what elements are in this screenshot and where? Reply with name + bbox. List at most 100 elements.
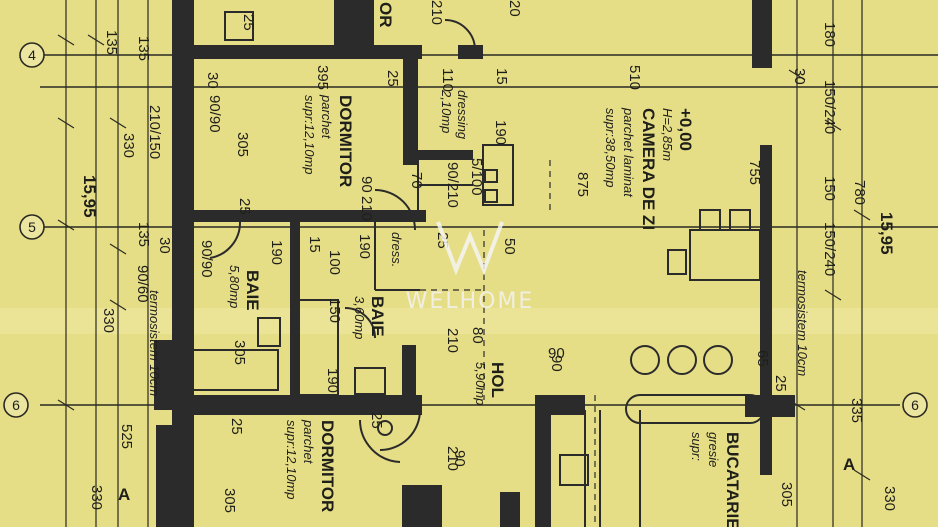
svg-text:25: 25 bbox=[240, 14, 257, 31]
svg-text:330: 330 bbox=[88, 485, 105, 510]
svg-text:330: 330 bbox=[881, 486, 898, 511]
svg-text:90/90: 90/90 bbox=[198, 240, 215, 278]
room-bucatarie: BUCATARIE gresie supr: bbox=[689, 432, 742, 527]
axis-bubble-5: 5 bbox=[19, 214, 45, 240]
svg-text:90: 90 bbox=[548, 355, 565, 372]
svg-text:210: 210 bbox=[444, 446, 461, 471]
svg-text:20: 20 bbox=[506, 0, 523, 17]
room-dormitor-bottom: DORMITOR parchet supr:12,10mp bbox=[284, 419, 337, 512]
svg-text:supr:: supr: bbox=[689, 432, 704, 461]
svg-text:termosistem 10cm: termosistem 10cm bbox=[147, 290, 162, 396]
svg-text:135: 135 bbox=[103, 30, 120, 55]
svg-text:210/150: 210/150 bbox=[146, 105, 163, 159]
svg-text:90: 90 bbox=[451, 450, 468, 467]
svg-text:25: 25 bbox=[236, 198, 253, 215]
svg-text:110: 110 bbox=[439, 68, 456, 92]
axis-bubble-4: 4 bbox=[19, 42, 45, 68]
svg-text:135: 135 bbox=[135, 36, 152, 61]
svg-text:25: 25 bbox=[368, 412, 385, 429]
welhome-logo-icon bbox=[436, 221, 504, 276]
svg-text:50: 50 bbox=[501, 238, 518, 255]
svg-text:DORMITOR: DORMITOR bbox=[318, 420, 337, 512]
svg-text:395: 395 bbox=[314, 65, 331, 90]
svg-text:305: 305 bbox=[778, 482, 795, 507]
svg-text:330: 330 bbox=[100, 308, 117, 333]
partitions bbox=[189, 11, 765, 527]
svg-text:parchet: parchet bbox=[301, 419, 316, 465]
walls bbox=[154, 0, 795, 527]
svg-text:6: 6 bbox=[911, 397, 919, 413]
svg-text:termosistem 10cm: termosistem 10cm bbox=[795, 270, 810, 376]
svg-text:supr:12,10mp: supr:12,10mp bbox=[302, 95, 317, 175]
svg-text:6: 6 bbox=[12, 397, 20, 413]
section-mark-right: A bbox=[843, 455, 855, 474]
svg-text:90: 90 bbox=[358, 176, 375, 193]
room-dormitor-top: DORMITOR parchet supr:12,10mp bbox=[302, 94, 355, 187]
axis-bubble-6-right: 6 bbox=[902, 392, 928, 418]
svg-text:BAIE: BAIE bbox=[368, 296, 387, 337]
svg-text:525: 525 bbox=[118, 424, 135, 449]
svg-text:25: 25 bbox=[228, 418, 245, 435]
svg-text:100: 100 bbox=[326, 250, 343, 275]
svg-text:2,10mp: 2,10mp bbox=[439, 89, 454, 133]
room-baie-left: BAIE 5,80mp bbox=[227, 265, 262, 311]
section-mark-left: A bbox=[118, 485, 130, 504]
room-baie-mid: BAIE 3,60mp bbox=[352, 296, 387, 339]
svg-text:30: 30 bbox=[791, 68, 808, 85]
svg-text:90/210: 90/210 bbox=[444, 162, 461, 208]
svg-text:150: 150 bbox=[326, 298, 343, 323]
svg-text:CAMERA DE ZI: CAMERA DE ZI bbox=[639, 108, 658, 230]
svg-text:180: 180 bbox=[821, 22, 838, 47]
dimension-labels: 30 395 25 110 15 510 30 210 20 25 135 13… bbox=[80, 0, 898, 513]
svg-text:5,80mp: 5,80mp bbox=[227, 265, 242, 308]
room-camera-de-zi: +0,00 H=2,85m CAMERA DE ZI parchet lamin… bbox=[603, 107, 695, 230]
welhome-watermark: WELHOME bbox=[406, 221, 535, 314]
dashed-lines bbox=[420, 160, 596, 527]
svg-text:15: 15 bbox=[306, 236, 323, 253]
svg-text:supr:38,50mp: supr:38,50mp bbox=[603, 108, 618, 188]
svg-text:510: 510 bbox=[626, 65, 643, 90]
svg-text:dressing: dressing bbox=[455, 90, 470, 140]
svg-text:15,95: 15,95 bbox=[80, 175, 99, 218]
svg-text:OR: OR bbox=[376, 2, 395, 28]
paper-fold bbox=[0, 308, 938, 334]
svg-text:305: 305 bbox=[234, 132, 251, 157]
svg-text:H=2,85m: H=2,85m bbox=[660, 108, 675, 161]
svg-text:190: 190 bbox=[268, 240, 285, 265]
svg-text:135: 135 bbox=[135, 222, 152, 247]
svg-text:gresie: gresie bbox=[706, 432, 721, 467]
svg-text:190: 190 bbox=[492, 120, 509, 145]
svg-text:3,60mp: 3,60mp bbox=[352, 296, 367, 339]
svg-text:BUCATARIE: BUCATARIE bbox=[723, 432, 742, 527]
svg-text:150/240: 150/240 bbox=[821, 222, 838, 276]
svg-text:parchet laminat: parchet laminat bbox=[621, 107, 636, 198]
svg-text:780: 780 bbox=[851, 180, 868, 205]
svg-text:90/90: 90/90 bbox=[206, 95, 223, 133]
svg-text:5,90mp: 5,90mp bbox=[473, 362, 488, 405]
svg-text:30: 30 bbox=[156, 237, 173, 254]
svg-text:305: 305 bbox=[221, 488, 238, 513]
svg-text:190: 190 bbox=[356, 234, 373, 259]
svg-text:dress.: dress. bbox=[389, 232, 404, 267]
svg-text:210: 210 bbox=[444, 328, 461, 353]
watermark-brand: WELHOME bbox=[406, 289, 535, 314]
svg-text:90/60: 90/60 bbox=[134, 265, 151, 303]
svg-text:330: 330 bbox=[120, 133, 137, 158]
svg-text:parchet: parchet bbox=[319, 94, 334, 140]
svg-text:755: 755 bbox=[746, 160, 763, 185]
svg-text:65: 65 bbox=[754, 350, 771, 367]
svg-text:210: 210 bbox=[428, 0, 445, 25]
room-hol: HOL 5,90mp bbox=[473, 362, 507, 405]
svg-text:25: 25 bbox=[384, 70, 401, 87]
room-dressing-top: dressing 2,10mp bbox=[439, 89, 470, 140]
svg-text:15,95: 15,95 bbox=[877, 212, 896, 255]
svg-text:DORMITOR: DORMITOR bbox=[336, 95, 355, 187]
svg-text:5: 5 bbox=[28, 219, 36, 235]
svg-text:BAIE: BAIE bbox=[243, 270, 262, 311]
svg-text:+0,00: +0,00 bbox=[676, 108, 695, 151]
svg-text:80: 80 bbox=[469, 327, 486, 344]
svg-text:875: 875 bbox=[574, 172, 591, 197]
svg-text:30: 30 bbox=[204, 72, 221, 89]
svg-text:70: 70 bbox=[408, 172, 425, 189]
